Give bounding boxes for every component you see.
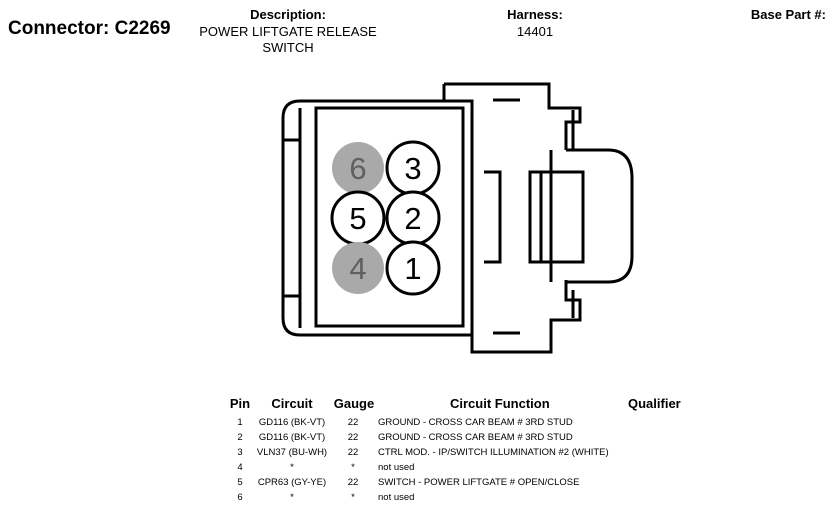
circuit-function-cell: not used [378, 492, 415, 503]
cavity-circle [332, 142, 384, 194]
circuit-cell: * [290, 492, 294, 503]
connector-housing [281, 82, 634, 354]
cavity-6: 6 [332, 142, 384, 194]
pin-cell: 3 [237, 447, 243, 458]
column-header-qualifier: Qualifier [628, 396, 681, 411]
column-header-pin: Pin [229, 396, 251, 411]
cavity-2: 2 [385, 190, 441, 246]
column-header-gauge: Gauge [333, 396, 375, 411]
description-value: POWER LIFTGATE RELEASE SWITCH [199, 24, 377, 55]
column-header-circuit-function: Circuit Function [450, 396, 550, 411]
gauge-cell: 22 [347, 432, 359, 443]
pin-cell: 2 [237, 432, 243, 443]
pin-cell: 5 [237, 477, 243, 488]
cavity-1: 1 [385, 240, 441, 296]
circuit-cell: GD116 (BK-VT) [258, 417, 326, 428]
cavity-number: 6 [349, 151, 366, 186]
circuit-function-cell: GROUND - CROSS CAR BEAM # 3RD STUD [378, 432, 573, 443]
connector-face-diagram: 6 3 5 2 4 1 [281, 82, 634, 354]
description-label: Description: [250, 7, 326, 22]
cavity-number: 1 [404, 251, 421, 286]
gauge-cell: 22 [347, 417, 359, 428]
cavity-number: 5 [349, 201, 366, 236]
cavity-number: 2 [404, 201, 421, 236]
circuit-function-cell: SWITCH - POWER LIFTGATE # OPEN/CLOSE [378, 477, 580, 488]
connector-title: Connector: C2269 [8, 18, 171, 39]
cavity-circle [332, 242, 384, 294]
gauge-cell: * [351, 492, 355, 503]
harness-label: Harness: [507, 7, 563, 22]
circuit-cell: GD116 (BK-VT) [258, 432, 326, 443]
circuit-cell: CPR63 (GY-YE) [257, 477, 327, 488]
gauge-cell: 22 [347, 477, 359, 488]
base-part-label: Base Part #: [750, 7, 826, 22]
cavity-layer: 6 3 5 2 4 1 [330, 140, 441, 296]
latch-marks [493, 98, 520, 335]
pin-cell: 4 [237, 462, 243, 473]
gauge-cell: 22 [347, 447, 359, 458]
cavity-3: 3 [385, 140, 441, 196]
circuit-function-cell: CTRL MOD. - IP/SWITCH ILLUMINATION #2 (W… [378, 447, 609, 458]
pin-cell: 6 [237, 492, 243, 503]
column-header-circuit: Circuit [271, 396, 313, 411]
circuit-function-cell: GROUND - CROSS CAR BEAM # 3RD STUD [378, 417, 573, 428]
circuit-cell: VLN37 (BU-WH) [256, 447, 328, 458]
pin-cell: 1 [237, 417, 243, 428]
cavity-number: 3 [404, 151, 421, 186]
cavity-4: 4 [332, 242, 384, 294]
circuit-cell: * [290, 462, 294, 473]
circuit-function-cell: not used [378, 462, 415, 473]
cavity-number: 4 [349, 251, 366, 286]
gauge-cell: * [351, 462, 355, 473]
harness-value: 14401 [516, 24, 554, 39]
cavity-circle [385, 240, 441, 296]
cavity-5: 5 [330, 190, 386, 246]
